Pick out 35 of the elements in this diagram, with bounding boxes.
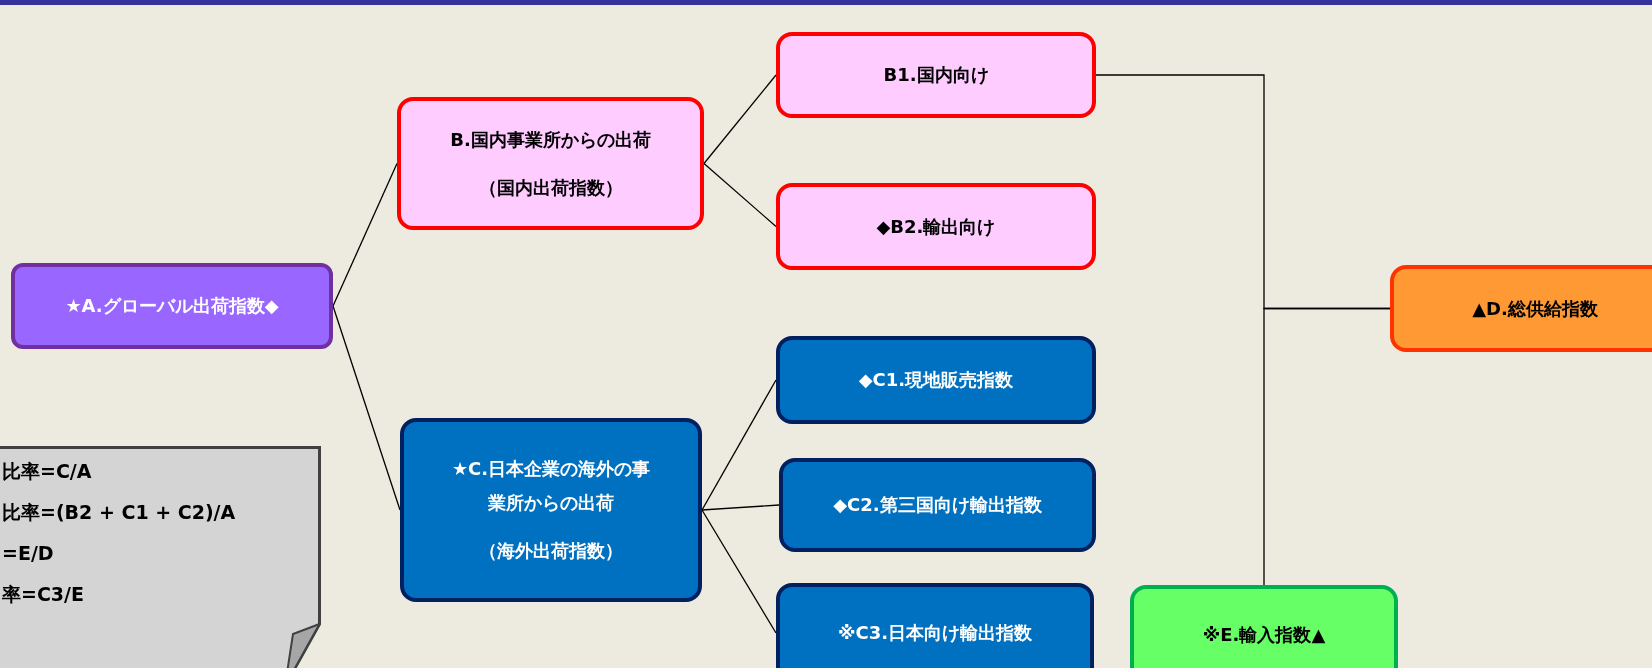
connector-line bbox=[701, 509, 777, 634]
index-box bbox=[776, 583, 1094, 668]
index-box bbox=[11, 263, 333, 349]
box-label: ※C3.日本向け輸出指数 bbox=[837, 621, 1033, 645]
note-card bbox=[0, 446, 321, 668]
box-label: ★C.日本企業の海外の事業所からの出荷 bbox=[450, 457, 652, 515]
formula-text: 比率=(B2 + C1 + C2)/A bbox=[2, 500, 236, 525]
connector-line bbox=[1263, 307, 1391, 586]
connector-line bbox=[332, 162, 398, 307]
box-label: B.国内事業所からの出荷 bbox=[450, 127, 651, 152]
connector-line bbox=[332, 305, 401, 511]
formula-text: 比率=C/A bbox=[2, 459, 92, 484]
index-box bbox=[776, 32, 1096, 118]
index-box bbox=[400, 418, 702, 602]
box-label: ▲D.総供給指数 bbox=[1472, 296, 1598, 321]
index-box bbox=[1390, 265, 1652, 352]
formula-text: =E/D bbox=[2, 541, 54, 566]
box-label: （国内出荷指数） bbox=[478, 175, 623, 200]
box-label: ◆C1.現地販売指数 bbox=[858, 368, 1014, 392]
index-box bbox=[776, 183, 1096, 270]
box-label: ◆B2.輸出向け bbox=[876, 214, 996, 239]
index-box bbox=[776, 336, 1096, 424]
index-box bbox=[1130, 585, 1398, 668]
connector-line bbox=[701, 504, 780, 511]
connector-line bbox=[703, 162, 777, 228]
box-label: ★A.グローバル出荷指数◆ bbox=[65, 294, 279, 318]
connector-line bbox=[703, 74, 777, 165]
formula-text: 率=C3/E bbox=[2, 582, 84, 607]
box-label: （海外出荷指数） bbox=[479, 539, 623, 563]
connector-line bbox=[701, 379, 777, 511]
box-label: B1.国内向け bbox=[883, 63, 989, 87]
index-box bbox=[779, 458, 1096, 552]
box-label: ◆C2.第三国向け輸出指数 bbox=[833, 493, 1042, 517]
index-box bbox=[397, 97, 704, 230]
box-label: ※E.輸入指数▲ bbox=[1202, 623, 1326, 647]
